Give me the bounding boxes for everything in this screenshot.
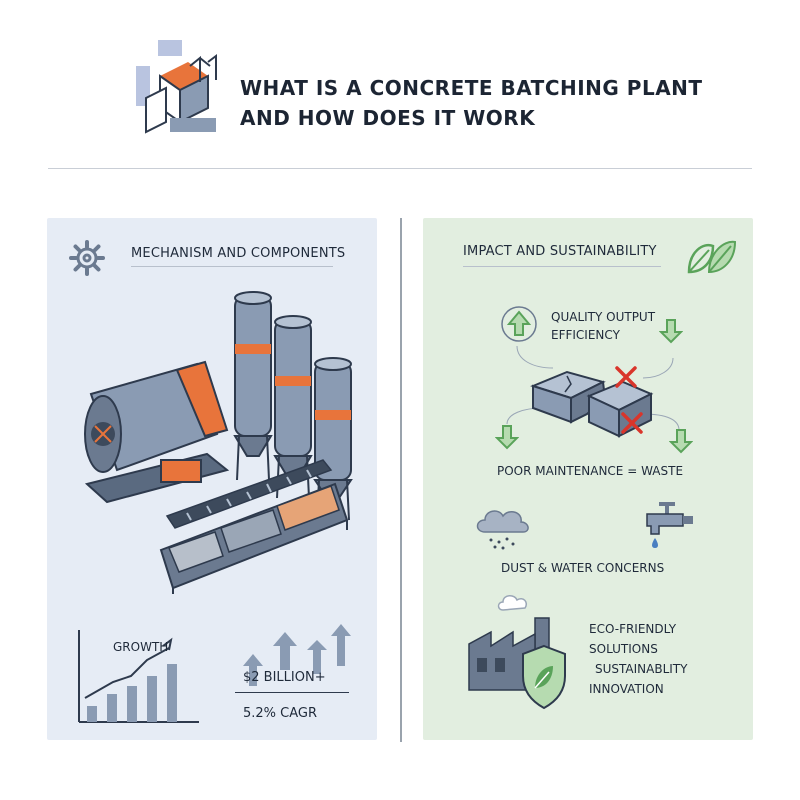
cracked-block-illustration bbox=[530, 370, 654, 438]
efficiency-label: EFFICIENCY bbox=[551, 328, 620, 342]
mixer-drum bbox=[84, 360, 229, 473]
maintenance-label: POOR MAINTENANCE = WASTE bbox=[497, 464, 684, 478]
mechanism-heading: MECHANISM AND COMPONENTS bbox=[131, 246, 346, 261]
arrow-down-icon bbox=[659, 319, 683, 344]
impact-panel: IMPACT AND SUSTAINABILITY QUALITY OUTPUT… bbox=[423, 218, 753, 740]
silo-left bbox=[233, 291, 273, 481]
market-divider bbox=[235, 692, 349, 693]
cagr-label: 5.2% CAGR bbox=[243, 706, 318, 721]
aggregate-hoppers bbox=[159, 482, 349, 594]
silo-right bbox=[313, 357, 353, 521]
mechanism-heading-underline bbox=[131, 266, 333, 267]
cloud-dust-icon bbox=[476, 510, 529, 550]
arrow-up-icon bbox=[501, 306, 537, 342]
header-divider bbox=[48, 168, 752, 169]
x-mark-icon bbox=[621, 412, 643, 434]
batching-plant-illustration bbox=[84, 291, 353, 594]
sustainability-label: SUSTAINABLITY bbox=[595, 662, 688, 676]
cube-logo-icon bbox=[136, 40, 217, 134]
x-mark-icon bbox=[615, 366, 637, 388]
eco-friendly-label: ECO-FRIENDLY bbox=[589, 622, 677, 636]
shield-leaf-icon bbox=[522, 644, 566, 710]
panel-separator bbox=[400, 218, 402, 742]
header: WHAT IS A CONCRETE BATCHING PLANT AND HO… bbox=[0, 0, 800, 170]
arrow-down-icon bbox=[495, 425, 519, 450]
impact-heading: IMPACT AND SUSTAINABILITY bbox=[463, 244, 657, 259]
market-value-label: $2 BILLION+ bbox=[243, 670, 326, 685]
mechanism-panel: MECHANISM AND COMPONENTS bbox=[47, 218, 377, 740]
gear-icon bbox=[69, 240, 105, 276]
innovation-label: INNOVATION bbox=[589, 682, 664, 696]
conveyor-belt bbox=[165, 459, 333, 529]
water-tap-icon bbox=[646, 502, 693, 548]
solutions-label: SOLUTIONS bbox=[589, 642, 658, 656]
page-title-line-2: AND HOW DOES IT WORK bbox=[240, 106, 536, 130]
silo-middle bbox=[273, 315, 313, 499]
growth-label: GROWTH bbox=[113, 640, 169, 654]
arrow-up-icons bbox=[243, 624, 351, 686]
dust-water-label: DUST & WATER CONCERNS bbox=[501, 561, 665, 575]
quality-output-label: QUALITY OUTPUT bbox=[551, 310, 656, 324]
impact-heading-underline bbox=[463, 266, 661, 267]
page-title-line-1: WHAT IS A CONCRETE BATCHING PLANT bbox=[240, 76, 703, 100]
arrow-down-icon bbox=[669, 429, 693, 454]
growth-chart-icon bbox=[78, 630, 199, 723]
leaf-icon bbox=[687, 240, 737, 274]
